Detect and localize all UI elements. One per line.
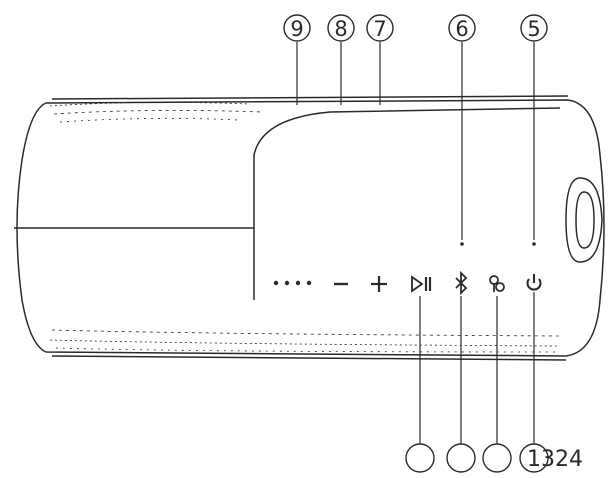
callout-5: 5 <box>520 14 548 42</box>
battery-dot-2 <box>284 280 290 286</box>
bottom-leader-lines <box>419 292 535 444</box>
strap-loop-inner <box>575 191 595 249</box>
bluetooth-led-indicator <box>460 242 464 246</box>
callout-6: 6 <box>448 14 476 42</box>
battery-dot-1 <box>273 280 279 286</box>
grille-top-row-2 <box>53 110 263 115</box>
bottom-callout-4 <box>519 443 549 473</box>
callout-6-label: 6 <box>455 17 468 41</box>
callout-9-label: 9 <box>290 17 303 41</box>
callout-7-label: 7 <box>373 17 386 41</box>
callout-5-label: 5 <box>527 17 540 41</box>
body-bottom-edge <box>51 355 567 361</box>
bluetooth-icon <box>455 270 468 296</box>
callout-8: 8 <box>327 14 355 42</box>
bottom-callout-label: 1324 <box>527 447 583 472</box>
power-icon <box>526 274 542 291</box>
grille-bottom-row-2 <box>49 339 561 347</box>
plus-icon <box>371 276 387 292</box>
power-led-indicator <box>532 242 536 246</box>
grille-bottom-row-3 <box>55 347 561 353</box>
top-leader-lines <box>296 42 535 240</box>
callout-9: 9 <box>283 14 311 42</box>
battery-dot-4 <box>306 280 312 286</box>
callout-7: 7 <box>366 14 394 42</box>
party-link-icon <box>489 275 505 292</box>
body-top-edge <box>51 95 569 100</box>
battery-dot-3 <box>295 280 301 286</box>
battery-indicator-dots <box>273 280 312 286</box>
grille-bottom <box>49 329 561 353</box>
callout-8-label: 8 <box>334 17 347 41</box>
body-outline <box>16 99 605 357</box>
bottom-callout-2 <box>446 443 476 473</box>
grille-bottom-row-1 <box>51 329 561 337</box>
bottom-callout-1 <box>405 443 435 473</box>
strap-loop-outer <box>565 177 603 263</box>
play-pause-icon <box>411 275 432 293</box>
grille-top <box>49 102 263 123</box>
bottom-callout-3 <box>482 443 512 473</box>
bottom-callouts <box>405 443 549 473</box>
speaker-body <box>14 95 605 361</box>
grille-top-row-3 <box>59 118 239 123</box>
control-panel-outline <box>253 107 561 300</box>
grille-top-row-1 <box>49 102 251 107</box>
